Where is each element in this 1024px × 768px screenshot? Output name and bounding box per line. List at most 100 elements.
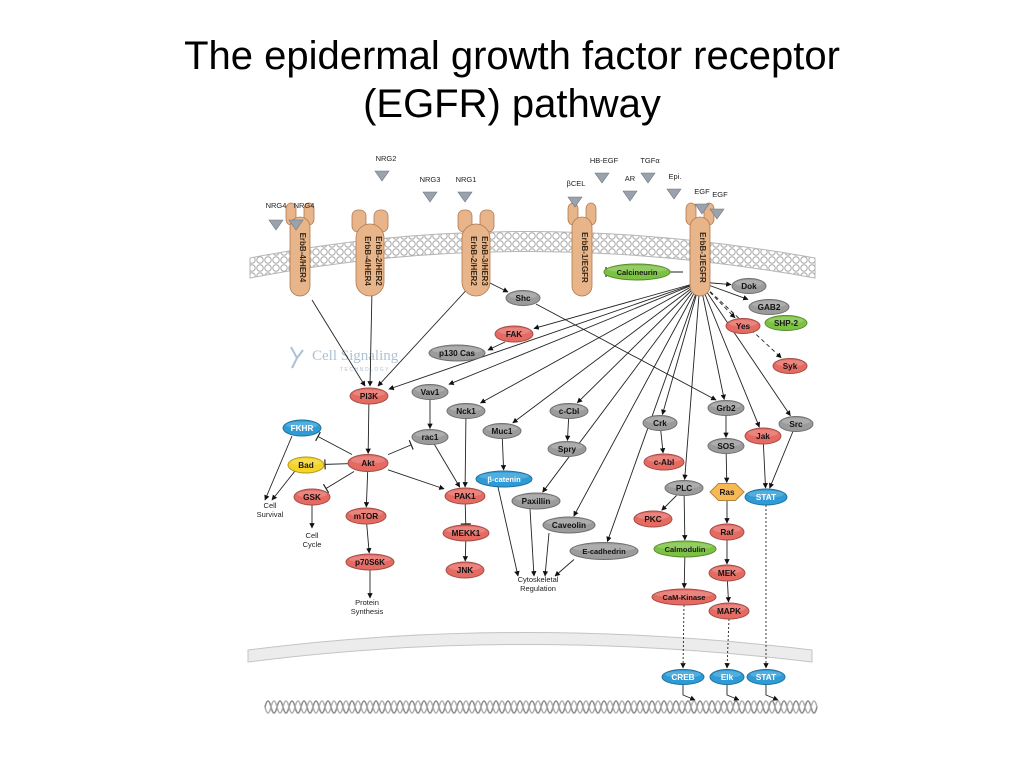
receptor-label: ErbB-4/HER4 [363, 236, 372, 286]
node-label: Jak [756, 432, 770, 441]
node-nck1: Nck1 [446, 403, 486, 419]
edge-ccbl-to-spry [565, 418, 571, 442]
edge-caveolin-to-cytoskeletal [542, 532, 550, 577]
edge-fkhr-to-cell-survival [264, 435, 293, 501]
node-bcatenin: β-catenin [475, 470, 533, 488]
edge-shc-to-grb2 [535, 303, 717, 401]
edge-mekk1-to-jnk [462, 540, 469, 562]
ligand-triangle [457, 191, 473, 203]
node-label: Elk [721, 673, 734, 682]
edge-mapk-to-elk [724, 618, 730, 669]
receptor-label: ErbB-1/EGFR [698, 232, 707, 283]
ligand-triangle [374, 170, 390, 182]
node-label: MAPK [717, 607, 741, 616]
node-label: Muc1 [492, 427, 513, 436]
node-label: Bad [298, 461, 313, 470]
ligand-label: AR [625, 174, 636, 183]
slide-title: The epidermal growth factor receptor (EG… [0, 32, 1024, 128]
node-label: E-cadhedrin [582, 547, 626, 556]
node-label: Caveolin [552, 521, 586, 530]
node-muc1: Muc1 [482, 423, 522, 439]
node-label: Src [789, 420, 803, 429]
node-label: rac1 [422, 433, 439, 442]
edge-her3-to-shc [487, 281, 509, 293]
node-creb: CREB [661, 669, 705, 685]
edge-egfr-to-jak [699, 281, 761, 428]
node-label: Yes [736, 322, 751, 331]
edge-elk-to-dna [726, 685, 740, 701]
edge-rac1-to-pak1 [434, 444, 461, 488]
ligand-nrg1: NRG1 [456, 175, 476, 203]
ligand-label: EGF [694, 187, 710, 196]
edge-egfr-to-syk [699, 281, 782, 359]
node-label: Shc [515, 294, 530, 303]
ligand-egf1: EGF [694, 187, 710, 215]
receptor-label: ErbB-3/HER3 [480, 236, 489, 286]
node-camk: CaM-Kinase [651, 588, 717, 606]
node-shc: Shc [505, 290, 541, 306]
node-label: FAK [506, 330, 522, 339]
ligand-tgfa: TGFα [640, 156, 660, 184]
edge-jak-to-stat [762, 443, 769, 489]
edge-src-to-stat [769, 431, 794, 489]
edge-egfr-to-src [699, 281, 791, 417]
ligand-epi: Epi. [666, 172, 682, 200]
receptor-label: ErbB-2/HER2 [374, 236, 383, 286]
node-label: Calcineurin [617, 268, 658, 277]
node-label: p70S6K [355, 558, 385, 567]
node-fkhr: FKHR [282, 419, 322, 437]
plasma-membrane [249, 231, 816, 279]
node-bad: Bad [287, 456, 325, 474]
ligand-label: NRG4 [294, 201, 315, 210]
ligand-triangle [666, 188, 682, 200]
node-label: PLC [676, 484, 692, 493]
node-label: STAT [756, 493, 776, 502]
node-cabl: c-Abl [643, 453, 685, 471]
edge-egfr-to-muc1 [512, 281, 701, 424]
dna-helix [264, 700, 818, 714]
node-mekk1: MEKK1 [442, 524, 490, 542]
edge-egfr-to-ccbl [576, 281, 701, 404]
edge-fak-to-p130 [487, 341, 506, 351]
node-jak: Jak [744, 427, 782, 445]
edge-her4-to-pi3k [311, 299, 366, 387]
title-line-2: (EGFR) pathway [363, 82, 661, 126]
node-elk: Elk [709, 669, 745, 685]
node-label: Spry [558, 445, 577, 454]
node-label: MEK [718, 569, 736, 578]
node-label: Grb2 [716, 404, 736, 413]
ligand-triangle [594, 172, 610, 184]
edge-creb-to-dna [682, 685, 696, 701]
ligand-label: NRG4 [266, 201, 287, 210]
ligand-triangle [422, 191, 438, 203]
node-calmodulin: Calmodulin [653, 540, 717, 558]
edge-egfr-to-fak [533, 281, 701, 330]
node-p70s6k: p70S6K [345, 553, 395, 571]
receptor-label: ErbB-1/EGFR [580, 232, 589, 283]
node-gab2: GAB2 [748, 299, 790, 315]
node-label: PKC [644, 515, 661, 524]
nuclear-membrane [247, 632, 813, 663]
inhibition-bar [408, 440, 414, 450]
ligand-triangle [567, 196, 583, 208]
edge-pak1-to-mekk1 [464, 503, 467, 525]
node-label: SHP-2 [774, 319, 799, 328]
edge-stat2-to-dna [765, 685, 779, 701]
node-label: PI3K [360, 392, 378, 401]
edge-bad-to-cell-survival [271, 470, 296, 501]
node-label: Crk [653, 419, 667, 428]
node-mapk: MAPK [708, 602, 750, 620]
node-syk: Syk [772, 358, 808, 374]
receptor-r4: ErbB-1/EGFR [567, 202, 597, 297]
node-label: Raf [720, 528, 733, 537]
node-label: SOS [717, 442, 735, 451]
ligand-label: NRG2 [376, 154, 397, 163]
edge-akt-to-pak1 [387, 469, 445, 490]
ligand-hbegf: HB-EGF [590, 156, 619, 184]
edge-bcatenin-to-cytoskeletal [497, 486, 520, 577]
edge-paxillin-to-cytoskeletal [529, 508, 537, 577]
